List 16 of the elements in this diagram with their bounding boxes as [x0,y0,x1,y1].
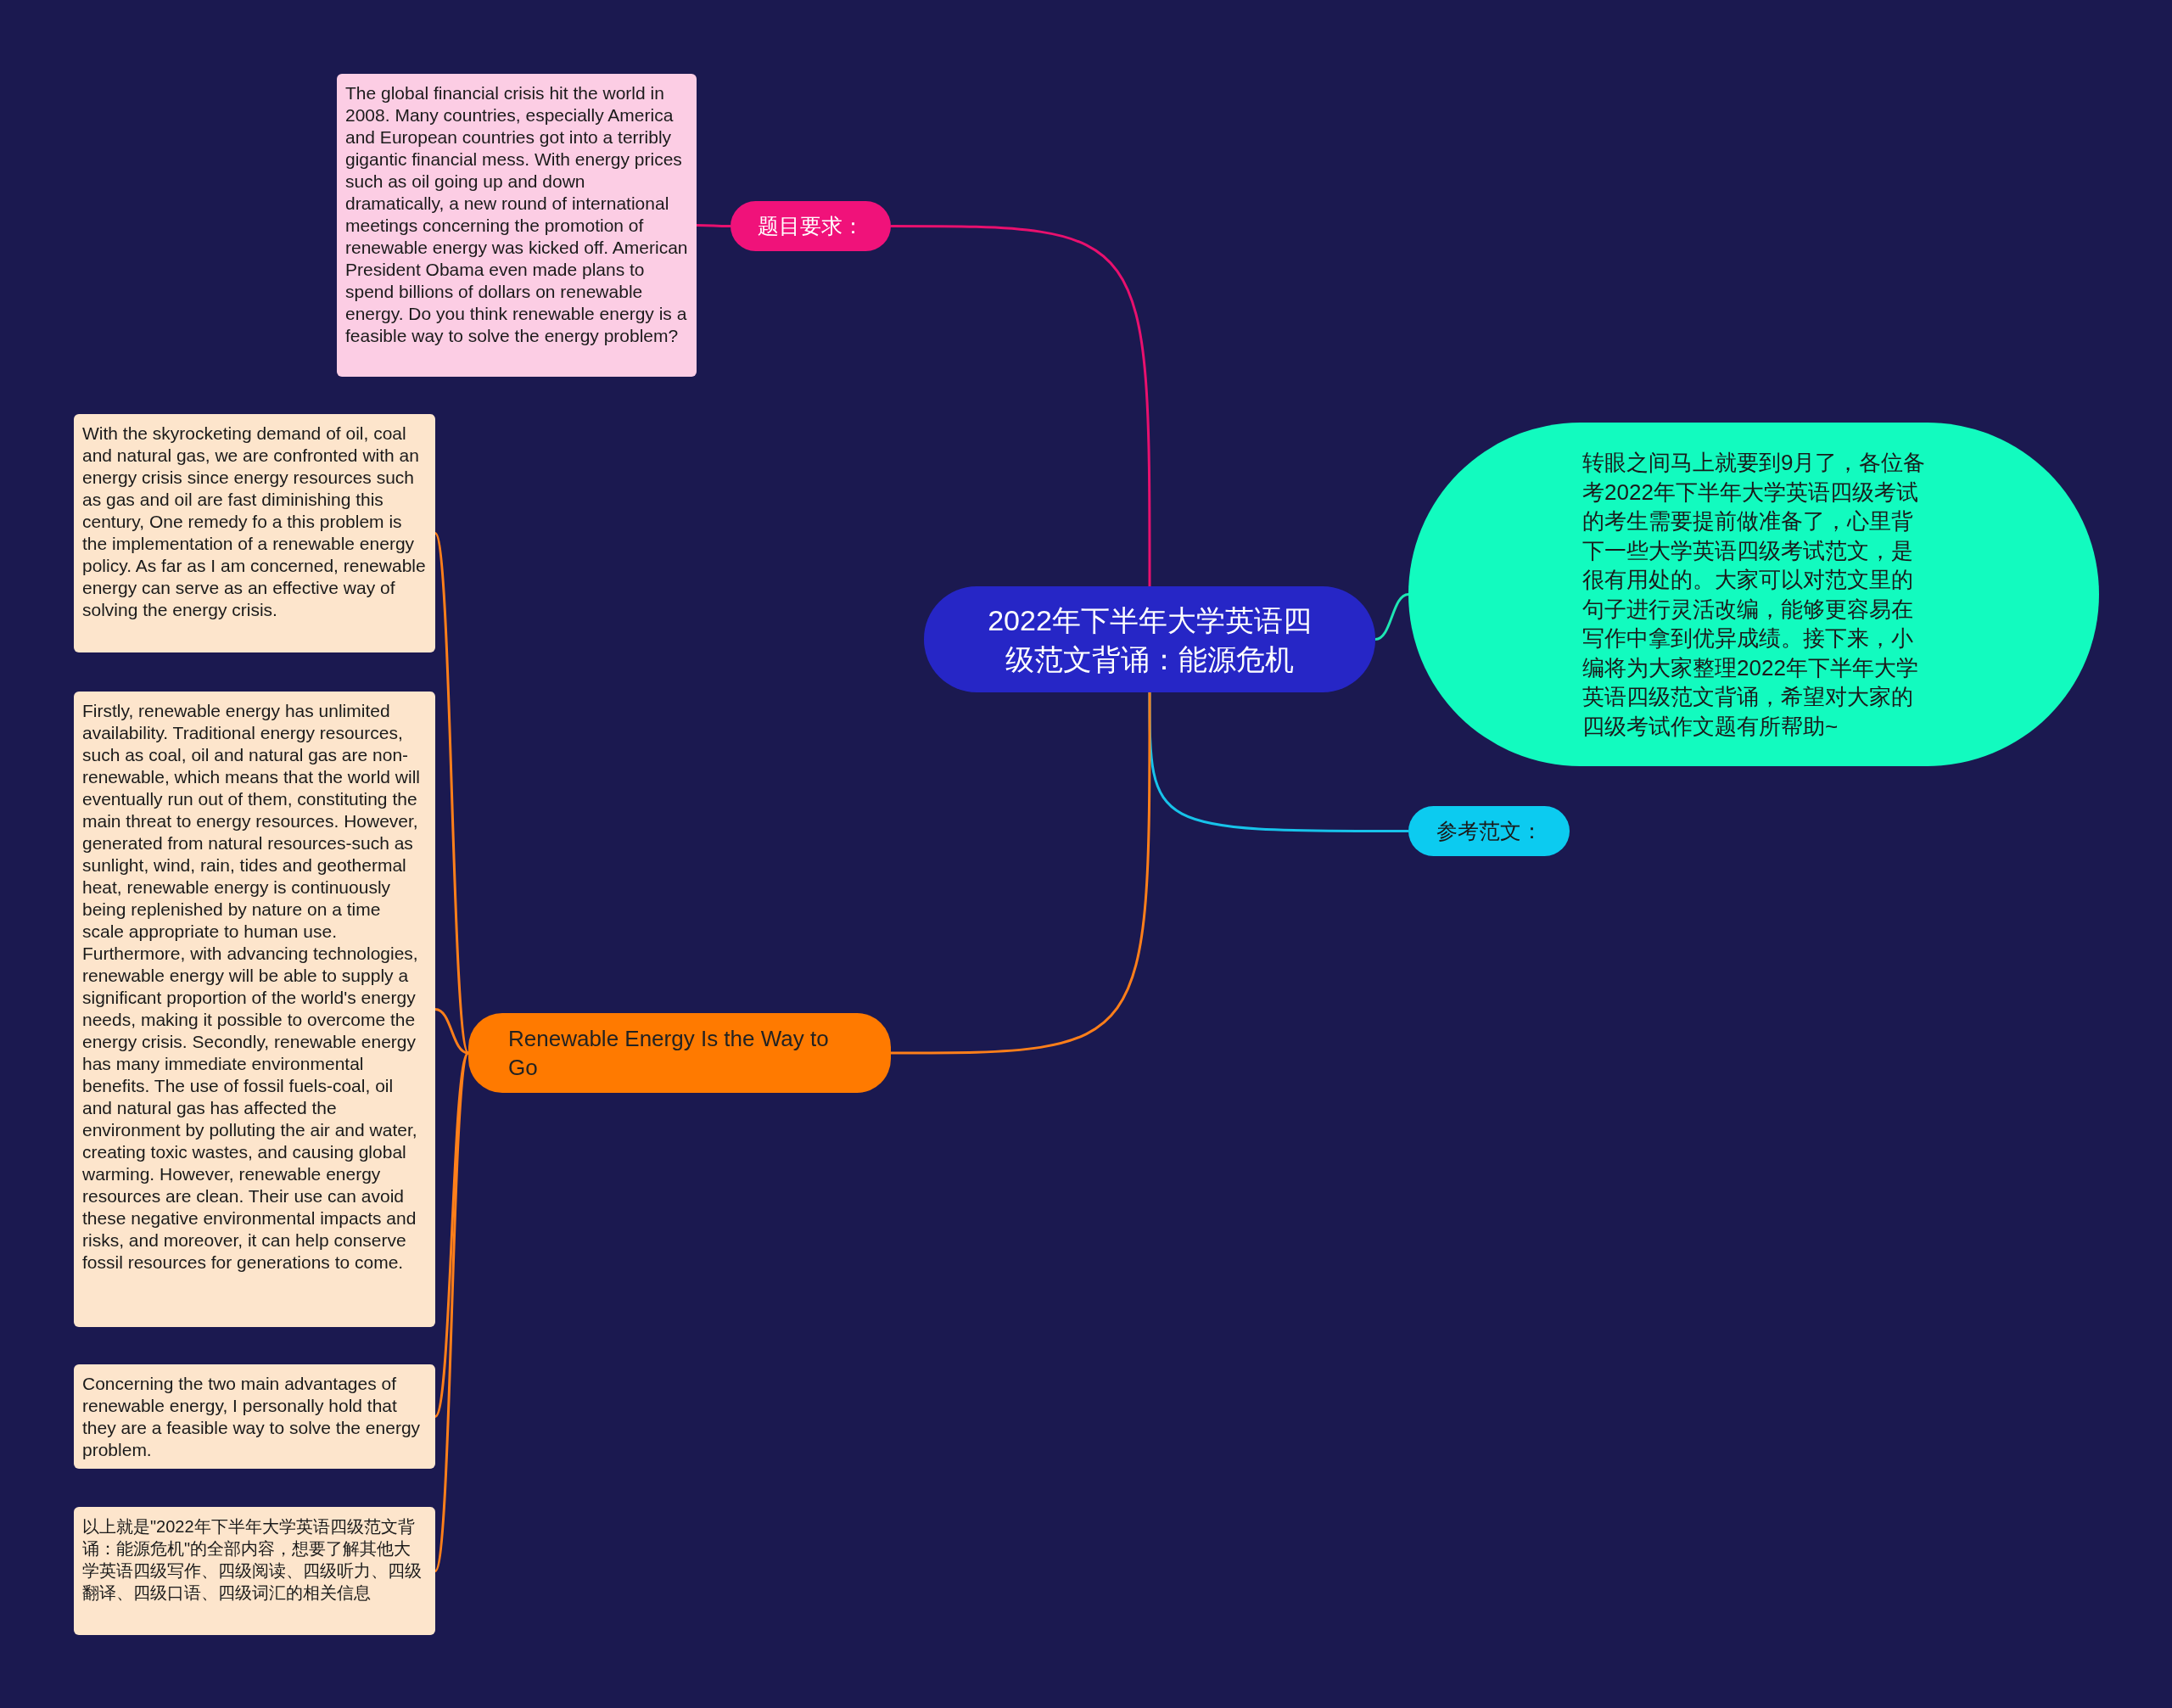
text-card: Firstly, renewable energy has unlimited availability. Traditional energy resources, such as coal, oil and natural gas are non-renewable, which means that the world will eventually run out of them, constituting the main threat to energy resources. However, generated from natural resources-such as sunlight, wind, rain, tides and geothermal heat, renewable energy is continuously being replenished by nature on a time scale appropriate to human use. Furthermore, with advancing technologies, renewable energy will be able to supply a significant proportion of the world's energy needs, making it possible to overcome the energy crisis. Secondly, renewable energy has many immediate environmental benefits. The use of fossil fuels-coal, oil and natural gas has affected the environment by polluting the air and water, creating toxic wastes, and causing global warming. However, renewable energy resources are clean. Their use can avoid these negative environmental impacts and risks, and moreover, it can help conserve fossil resources for generations to come. [74,692,435,1327]
connector-line [1374,593,1409,641]
connector-line [434,1008,469,1055]
connector-line [434,1052,470,1572]
text-card: The global financial crisis hit the world in 2008. Many countries, especially America and European countries got into a terribly gigantic financial mess. With energy prices such as oil going up and down dramatically, a new round of international meetings concerning the promotion of renewable energy was kicked off. American President Obama even made plans to spend billions of dollars on renewable energy. Do you think renewable energy is a feasible way to solve the energy problem? [337,74,697,377]
text-card: With the skyrocketing demand of oil, coal and natural gas, we are confronted with an energy crisis since energy resources such as gas and oil are fast diminishing this century, One remedy fo a this problem is the implementation of a renewable energy policy. As far as I am concerned, renewable energy can serve as an effective way of solving the energy crisis. [74,414,435,652]
topic-pill: 题目要求： [731,201,891,251]
topic-pill: Renewable Energy Is the Way to Go [468,1013,891,1093]
topic-pill: 参考范文： [1408,806,1570,856]
text-card: 以上就是"2022年下半年大学英语四级范文背诵：能源危机"的全部内容，想要了解其他大学英语四级写作、四级阅读、四级听力、四级翻译、四级口语、四级词汇的相关信息 [74,1507,435,1635]
text-card: Concerning the two main advantages of renewable energy, I personally hold that they are a feasible way to solve the energy problem. [74,1364,435,1469]
connector-line [434,532,470,1054]
connector-line [697,224,731,227]
central-topic-pill: 2022年下半年大学英语四级范文背诵：能源危机 [924,586,1375,692]
connector-line [1148,692,1408,832]
connector-line [891,225,1151,586]
